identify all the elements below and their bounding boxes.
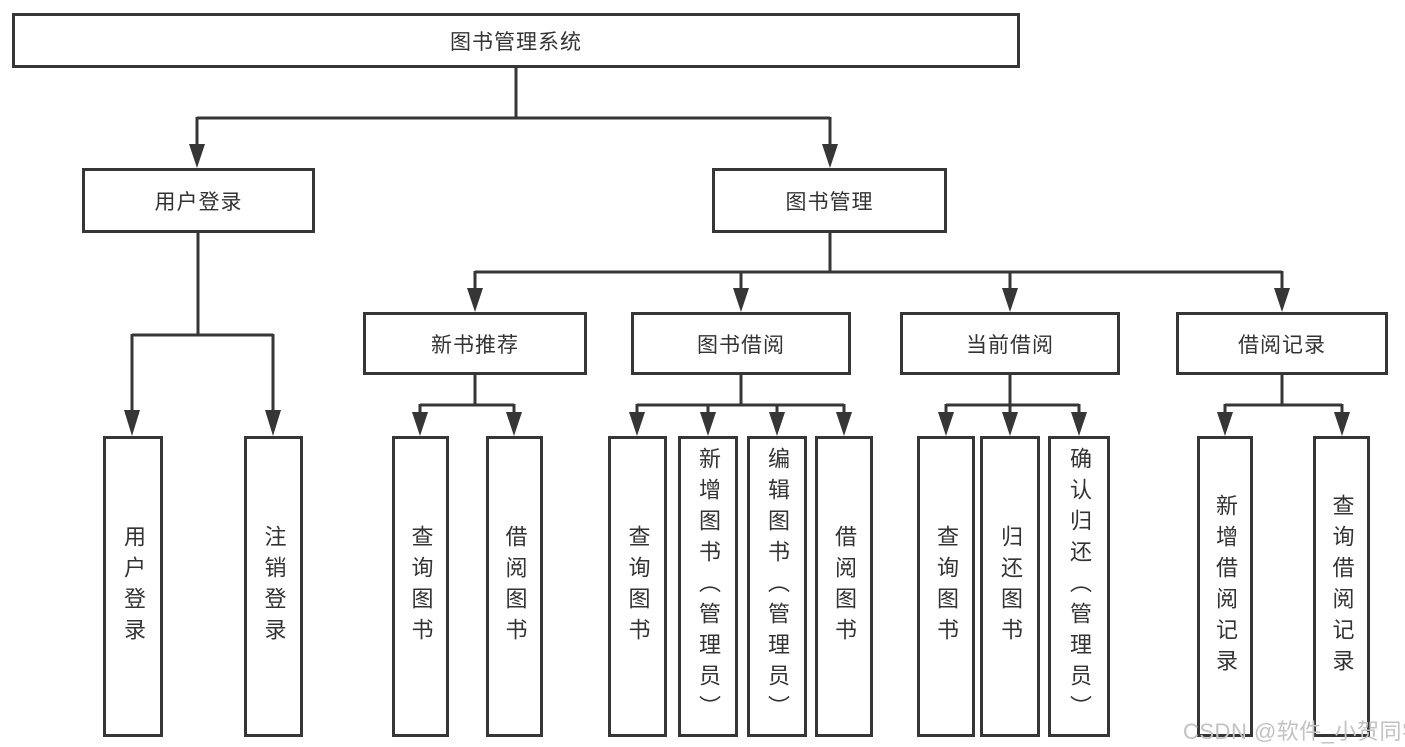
node-book-borrow-label: 图书借阅 [697, 333, 785, 357]
leaf-query-borrow-record: 查询借阅记录 [1313, 436, 1370, 737]
node-current-borrow: 当前借阅 [900, 312, 1120, 375]
leaf-user-login: 用户登录 [103, 436, 163, 737]
leaf-add-book-admin-label: 新增图书（管理员） [696, 447, 721, 726]
leaf-borrow-books-1: 借阅图书 [486, 436, 543, 737]
leaf-query-books-1: 查询图书 [392, 436, 449, 737]
node-user-login-label: 用户登录 [154, 190, 243, 214]
node-current-borrow-label: 当前借阅 [966, 333, 1054, 357]
leaf-return-books-label: 归还图书 [998, 524, 1023, 649]
leaf-query-books-2: 查询图书 [608, 436, 667, 737]
leaf-edit-book-admin-label: 编辑图书（管理员） [765, 447, 790, 726]
node-book-management: 图书管理 [712, 168, 947, 233]
leaf-confirm-return-admin-label: 确认归还（管理员） [1067, 447, 1092, 726]
node-borrow-records-label: 借阅记录 [1238, 333, 1326, 357]
leaf-borrow-books-2-label: 借阅图书 [832, 524, 857, 649]
node-root-system: 图书管理系统 [12, 13, 1020, 68]
leaf-edit-book-admin: 编辑图书（管理员） [747, 436, 807, 737]
leaf-query-books-3-label: 查询图书 [934, 524, 959, 649]
csdn-watermark: CSDN @软件_小贺同学 [1183, 719, 1405, 744]
leaf-logout-label: 注销登录 [261, 524, 287, 649]
node-book-borrow: 图书借阅 [631, 312, 851, 375]
leaf-query-books-2-label: 查询图书 [625, 524, 651, 649]
leaf-add-book-admin: 新增图书（管理员） [678, 436, 738, 737]
leaf-query-books-1-label: 查询图书 [408, 524, 434, 649]
leaf-logout: 注销登录 [244, 436, 303, 737]
node-root-label: 图书管理系统 [450, 30, 582, 54]
leaf-add-borrow-record: 新增借阅记录 [1197, 436, 1253, 737]
node-new-book-recommend: 新书推荐 [363, 312, 587, 375]
leaf-query-books-3: 查询图书 [917, 436, 975, 737]
leaf-user-login-label: 用户登录 [121, 524, 146, 649]
leaf-return-books: 归还图书 [980, 436, 1040, 737]
node-user-login: 用户登录 [82, 168, 315, 233]
node-new-book-recommend-label: 新书推荐 [431, 333, 519, 357]
node-borrow-records: 借阅记录 [1176, 312, 1388, 375]
leaf-add-borrow-record-label: 新增借阅记录 [1213, 493, 1238, 680]
leaf-borrow-books-1-label: 借阅图书 [502, 524, 528, 649]
arrowheads [124, 144, 1350, 436]
leaf-query-borrow-record-label: 查询借阅记录 [1329, 493, 1355, 680]
leaf-confirm-return-admin: 确认归还（管理员） [1048, 436, 1110, 737]
leaf-borrow-books-2: 借阅图书 [815, 436, 873, 737]
node-book-management-label: 图书管理 [785, 190, 874, 214]
